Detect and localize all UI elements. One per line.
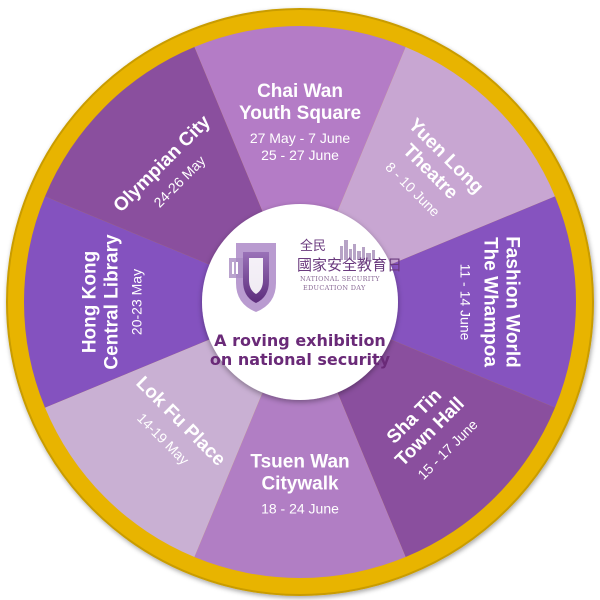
sector-tsuen-wan: [194, 302, 406, 578]
venue-name: Hong Kong: [80, 251, 101, 353]
logo-chinese-main: 國家安全教育日: [297, 256, 402, 274]
venue-dates: 20-23 May: [129, 269, 145, 335]
venue-name: Fashion World: [502, 236, 523, 368]
sector-chai-wan: [194, 26, 406, 303]
venue-dates: 18 - 24 June: [261, 501, 339, 517]
shield-icon: [229, 243, 276, 312]
venue-name: Chai Wan: [257, 81, 343, 102]
national-security-logo: 全民 國家安全教育日 NATIONAL SECURITY EDUCATION D…: [229, 238, 402, 312]
venue-name: Citywalk: [261, 474, 339, 495]
venue-name: Youth Square: [239, 103, 361, 124]
venue-name: Tsuen Wan: [250, 452, 349, 473]
tagline-line-2: on national security: [210, 350, 391, 369]
venue-dates: 25 - 27 June: [261, 147, 339, 163]
sector-fashion-world: [300, 196, 576, 408]
sector-hong-kong-central-library: [24, 196, 301, 408]
skyline-icon: [340, 240, 375, 260]
venue-name: Central Library: [102, 234, 123, 370]
center-badge: 全民 國家安全教育日 NATIONAL SECURITY EDUCATION D…: [202, 204, 402, 400]
venue-dates: 27 May - 7 June: [250, 130, 351, 146]
logo-english-2: EDUCATION DAY: [303, 284, 366, 292]
logo-english-1: NATIONAL SECURITY: [300, 275, 380, 283]
tagline-line-1: A roving exhibition: [214, 331, 386, 350]
venue-dates: 11 - 14 June: [458, 264, 474, 341]
logo-chinese-top: 全民: [300, 238, 326, 254]
venue-name: The Whampoa: [480, 237, 501, 367]
